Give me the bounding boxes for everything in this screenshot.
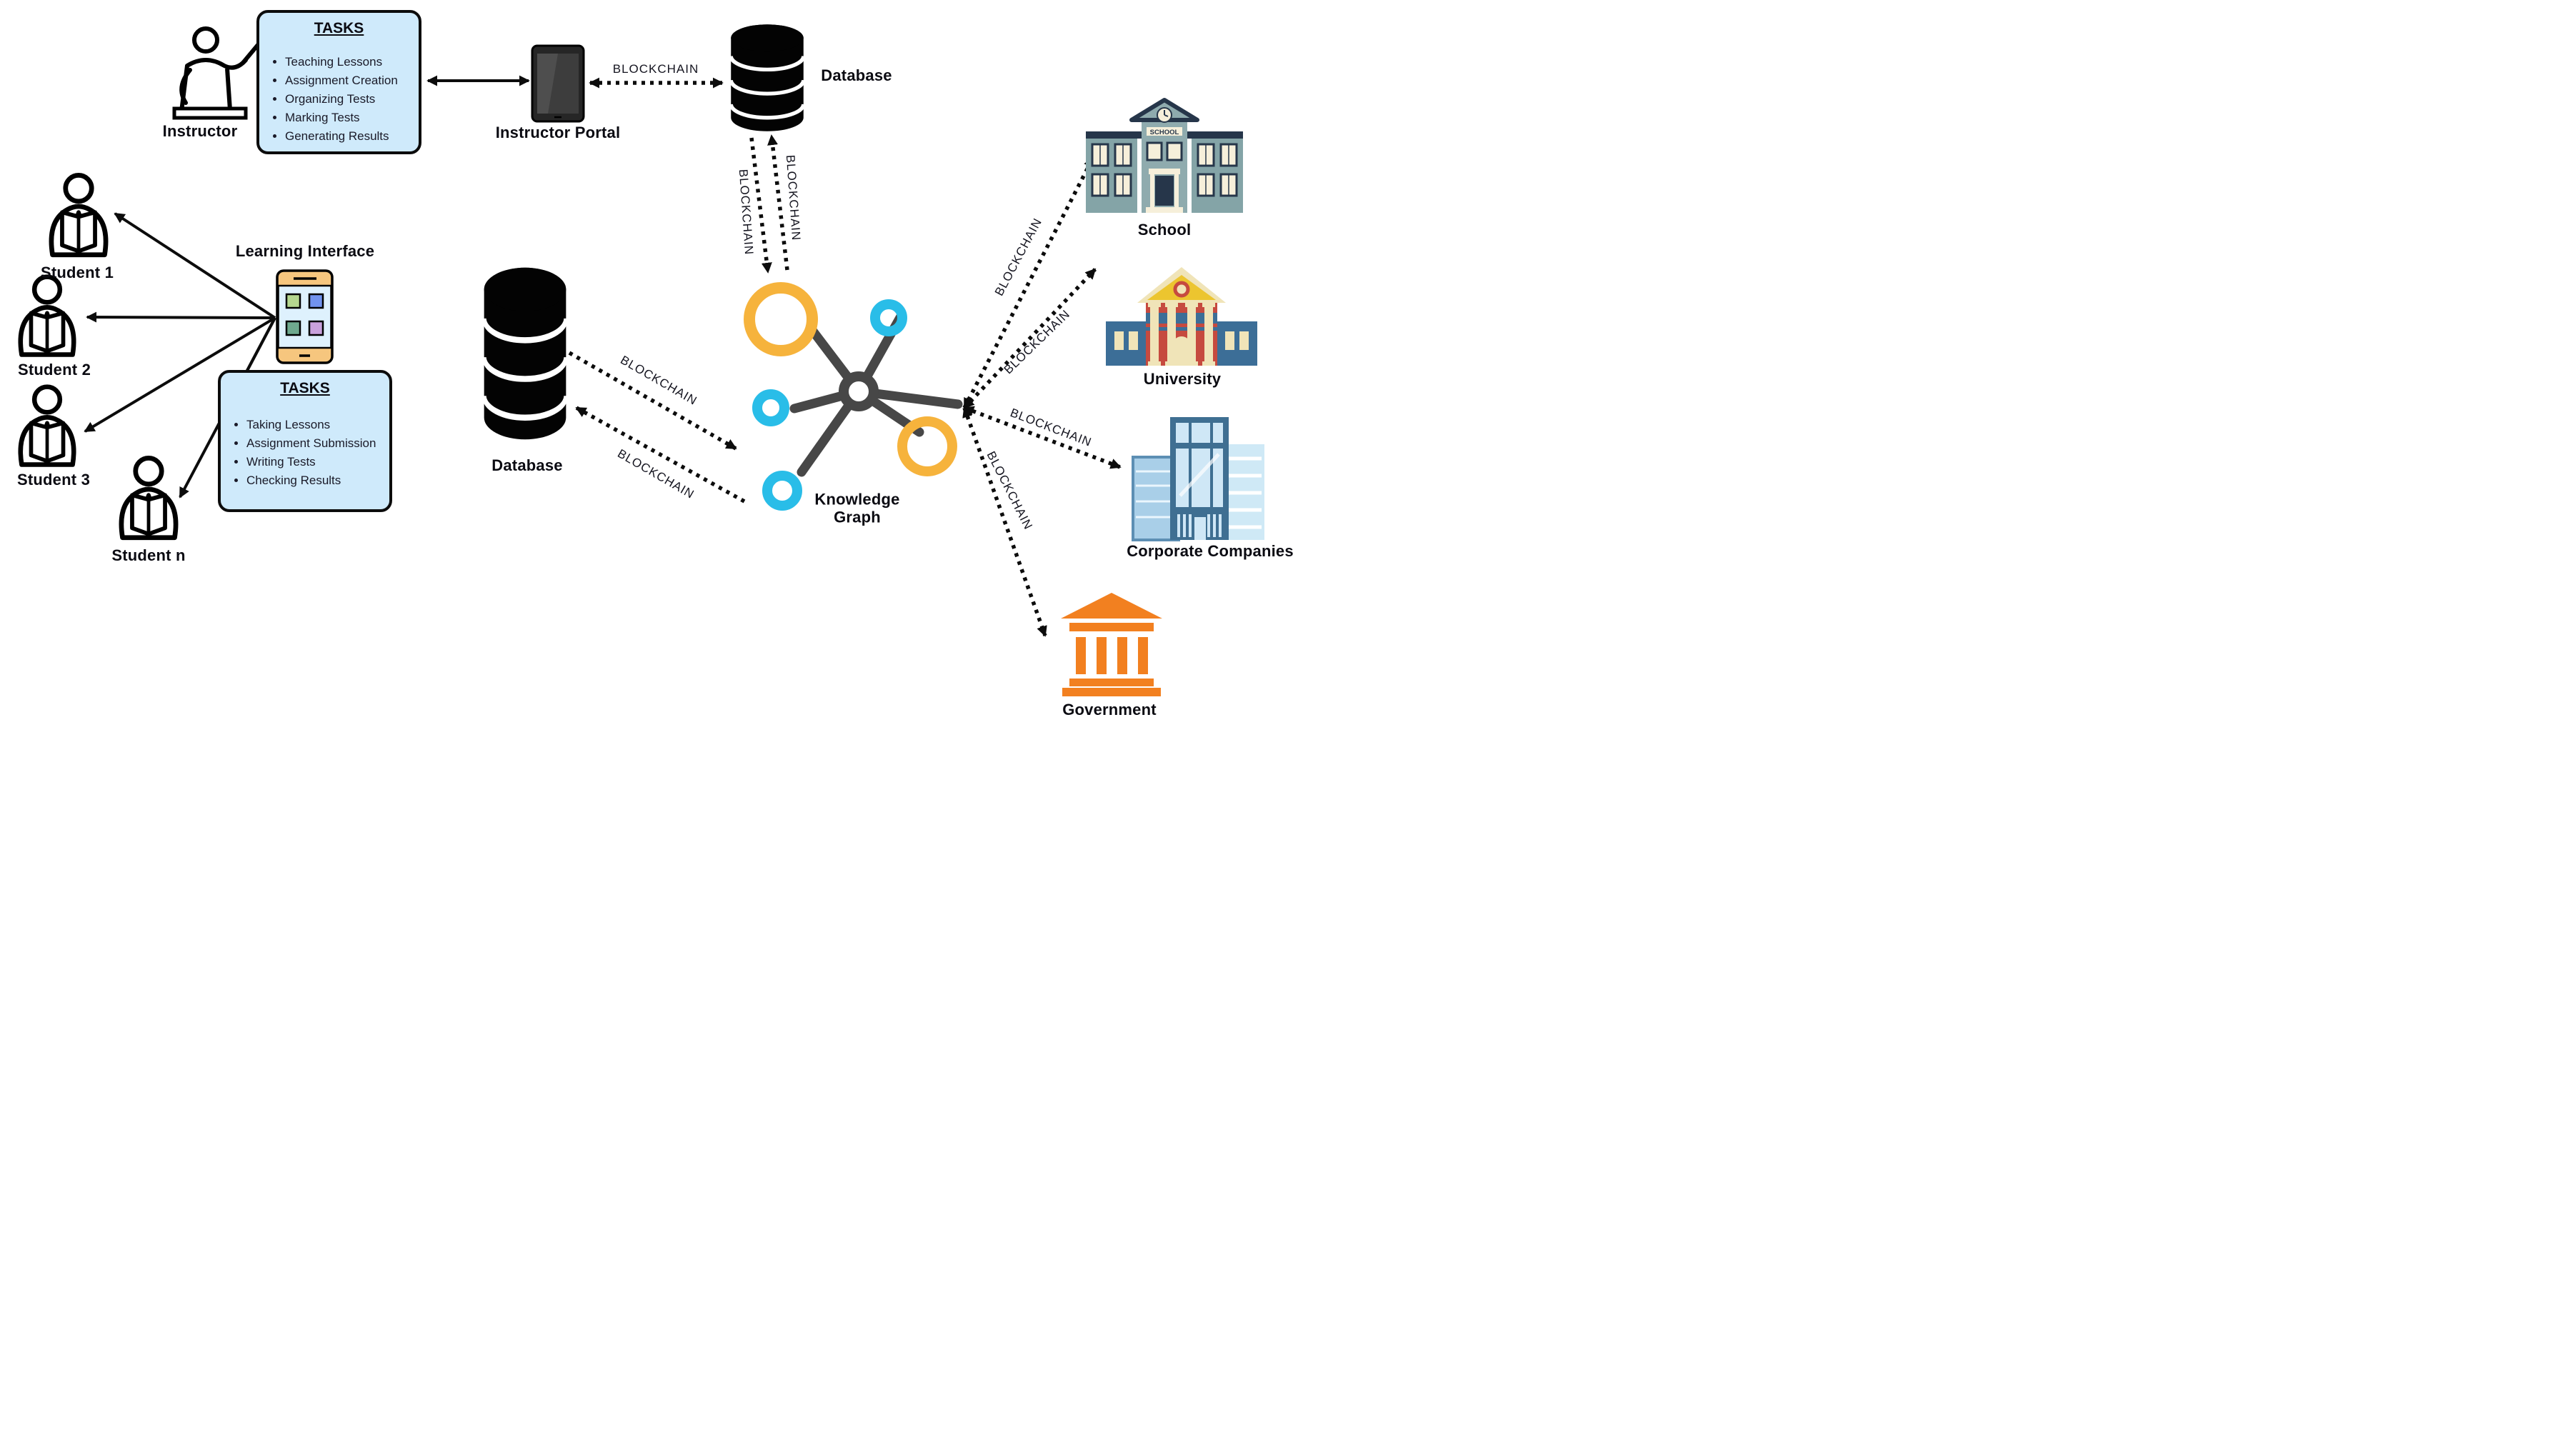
school-icon: SCHOOL <box>1086 98 1243 213</box>
database-mid-icon <box>484 268 566 439</box>
instructor-tasks-list: Teaching Lessons Assignment Creation Org… <box>269 53 419 146</box>
blockchain-label-portal-db: BLOCKCHAIN <box>612 62 699 76</box>
edge-interface-tasksbox <box>246 317 276 371</box>
student3-icon <box>21 387 74 465</box>
school-label: School <box>1137 221 1192 239</box>
government-icon <box>1061 593 1162 696</box>
student2-label: Student 2 <box>17 361 91 379</box>
instructor-task-item: Assignment Creation <box>285 71 414 90</box>
student-tasks-list: Taking Lessons Assignment Submission Wri… <box>231 416 389 490</box>
learning-interface-icon <box>276 269 334 364</box>
kg-cyan-node-3 <box>762 471 802 511</box>
school-sign-text: SCHOOL <box>1150 129 1179 136</box>
blockchain-education-diagram: SCHOOL <box>0 0 1294 718</box>
university-icon <box>1106 267 1257 366</box>
student1-icon <box>51 175 106 254</box>
edge-kg-university-blockchain <box>962 268 1097 409</box>
knowledge-graph-icon <box>744 282 963 511</box>
student-task-item: Assignment Submission <box>246 434 385 453</box>
kg-cyan-node-2 <box>752 389 789 426</box>
instructor-label: Instructor <box>162 122 238 140</box>
edge-database-kg-down-blockchain <box>749 137 772 274</box>
government-label: Government <box>1062 701 1157 718</box>
student-task-item: Checking Results <box>246 471 385 490</box>
edge-interface-student2 <box>86 311 276 323</box>
diagram-graphics-layer: SCHOOL <box>0 0 1264 696</box>
edge-interface-student3 <box>84 316 276 433</box>
student1-label: Student 1 <box>40 264 114 281</box>
student-tasks-title: TASKS <box>280 380 330 396</box>
instructor-icon <box>174 29 264 118</box>
instructor-tasks-box: TASKS Teaching Lessons Assignment Creati… <box>256 10 421 154</box>
studentn-label: Student n <box>111 546 186 564</box>
edge-databasemid-kg-blockchain <box>568 351 737 451</box>
instructor-task-item: Organizing Tests <box>285 90 414 109</box>
student-tasks-box: TASKS Taking Lessons Assignment Submissi… <box>218 370 392 512</box>
database-top-label: Database <box>821 66 892 84</box>
edge-interface-student1 <box>114 212 276 319</box>
database-top-icon <box>731 24 804 131</box>
edge-kg-school-blockchain <box>962 156 1095 409</box>
database-mid-label: Database <box>491 456 563 474</box>
edge-kg-database-up-blockchain <box>767 134 789 271</box>
instructor-tasks-title: TASKS <box>314 20 364 36</box>
student-task-item: Taking Lessons <box>246 416 385 434</box>
instructor-task-item: Marking Tests <box>285 109 414 127</box>
kg-orange-ring-small <box>897 416 957 476</box>
instructor-task-item: Teaching Lessons <box>285 53 414 71</box>
knowledge-graph-label: Knowledge Graph <box>814 490 900 526</box>
kg-orange-ring-large <box>744 282 818 356</box>
kg-cyan-node-1 <box>870 299 907 336</box>
corporate-companies-label: Corporate Companies <box>1127 542 1294 560</box>
student2-icon <box>21 277 74 355</box>
edge-kg-government-blockchain <box>962 406 1047 637</box>
instructor-task-item: Generating Results <box>285 127 414 146</box>
edge-kg-databasemid-blockchain <box>575 406 746 504</box>
studentn-icon <box>121 458 176 537</box>
corporate-companies-icon <box>1132 417 1264 541</box>
instructor-portal-label: Instructor Portal <box>495 124 621 141</box>
student-task-item: Writing Tests <box>246 453 385 471</box>
university-label: University <box>1143 370 1222 388</box>
instructor-portal-icon <box>531 44 585 123</box>
student3-label: Student 3 <box>16 471 91 489</box>
learning-interface-label: Learning Interface <box>235 242 375 260</box>
